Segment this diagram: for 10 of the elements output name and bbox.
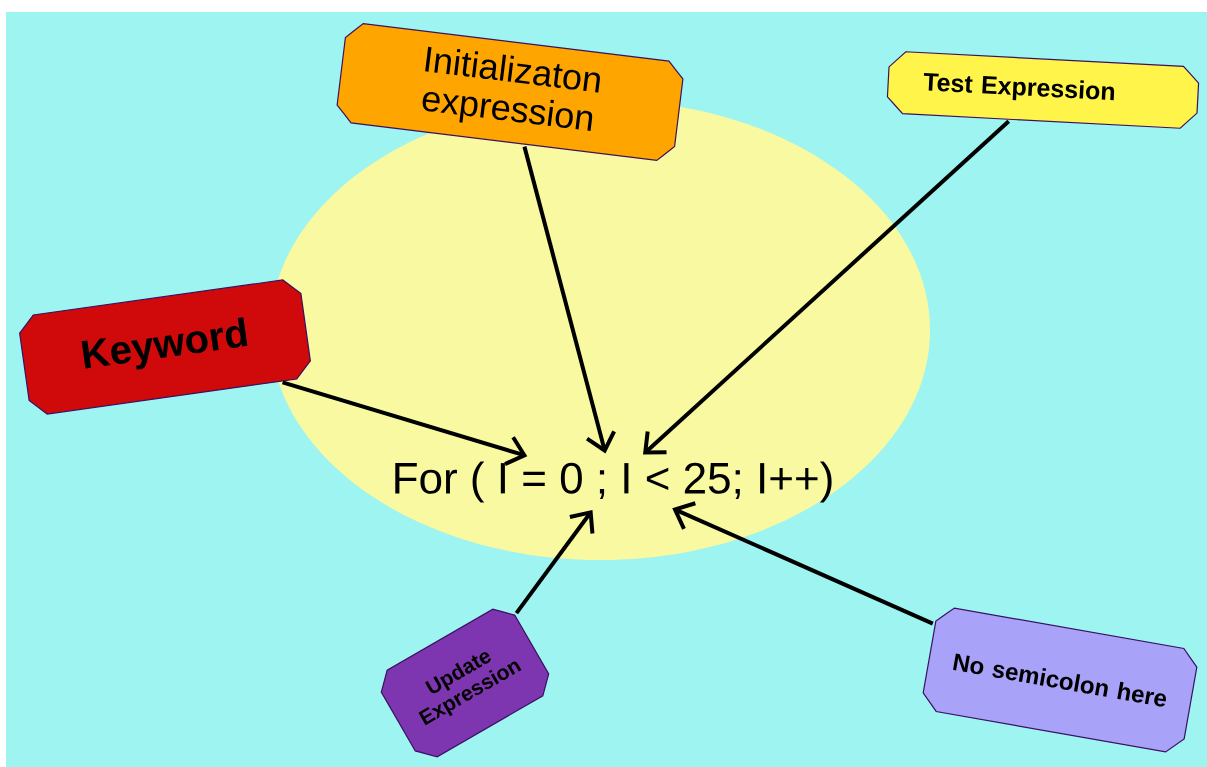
sign-box: Keyword (19, 279, 311, 415)
arrow (672, 501, 934, 626)
sign-box: Test Expression (886, 51, 1200, 129)
arrow (643, 119, 1011, 455)
arrow (514, 509, 595, 615)
arrow (522, 146, 616, 454)
arrow (282, 380, 528, 466)
sign-box: Initializaton expression (336, 22, 684, 161)
sign-box: No semicolon here (922, 607, 1198, 753)
code-statement: For ( I = 0 ; I < 25; I++) (395, 461, 832, 503)
